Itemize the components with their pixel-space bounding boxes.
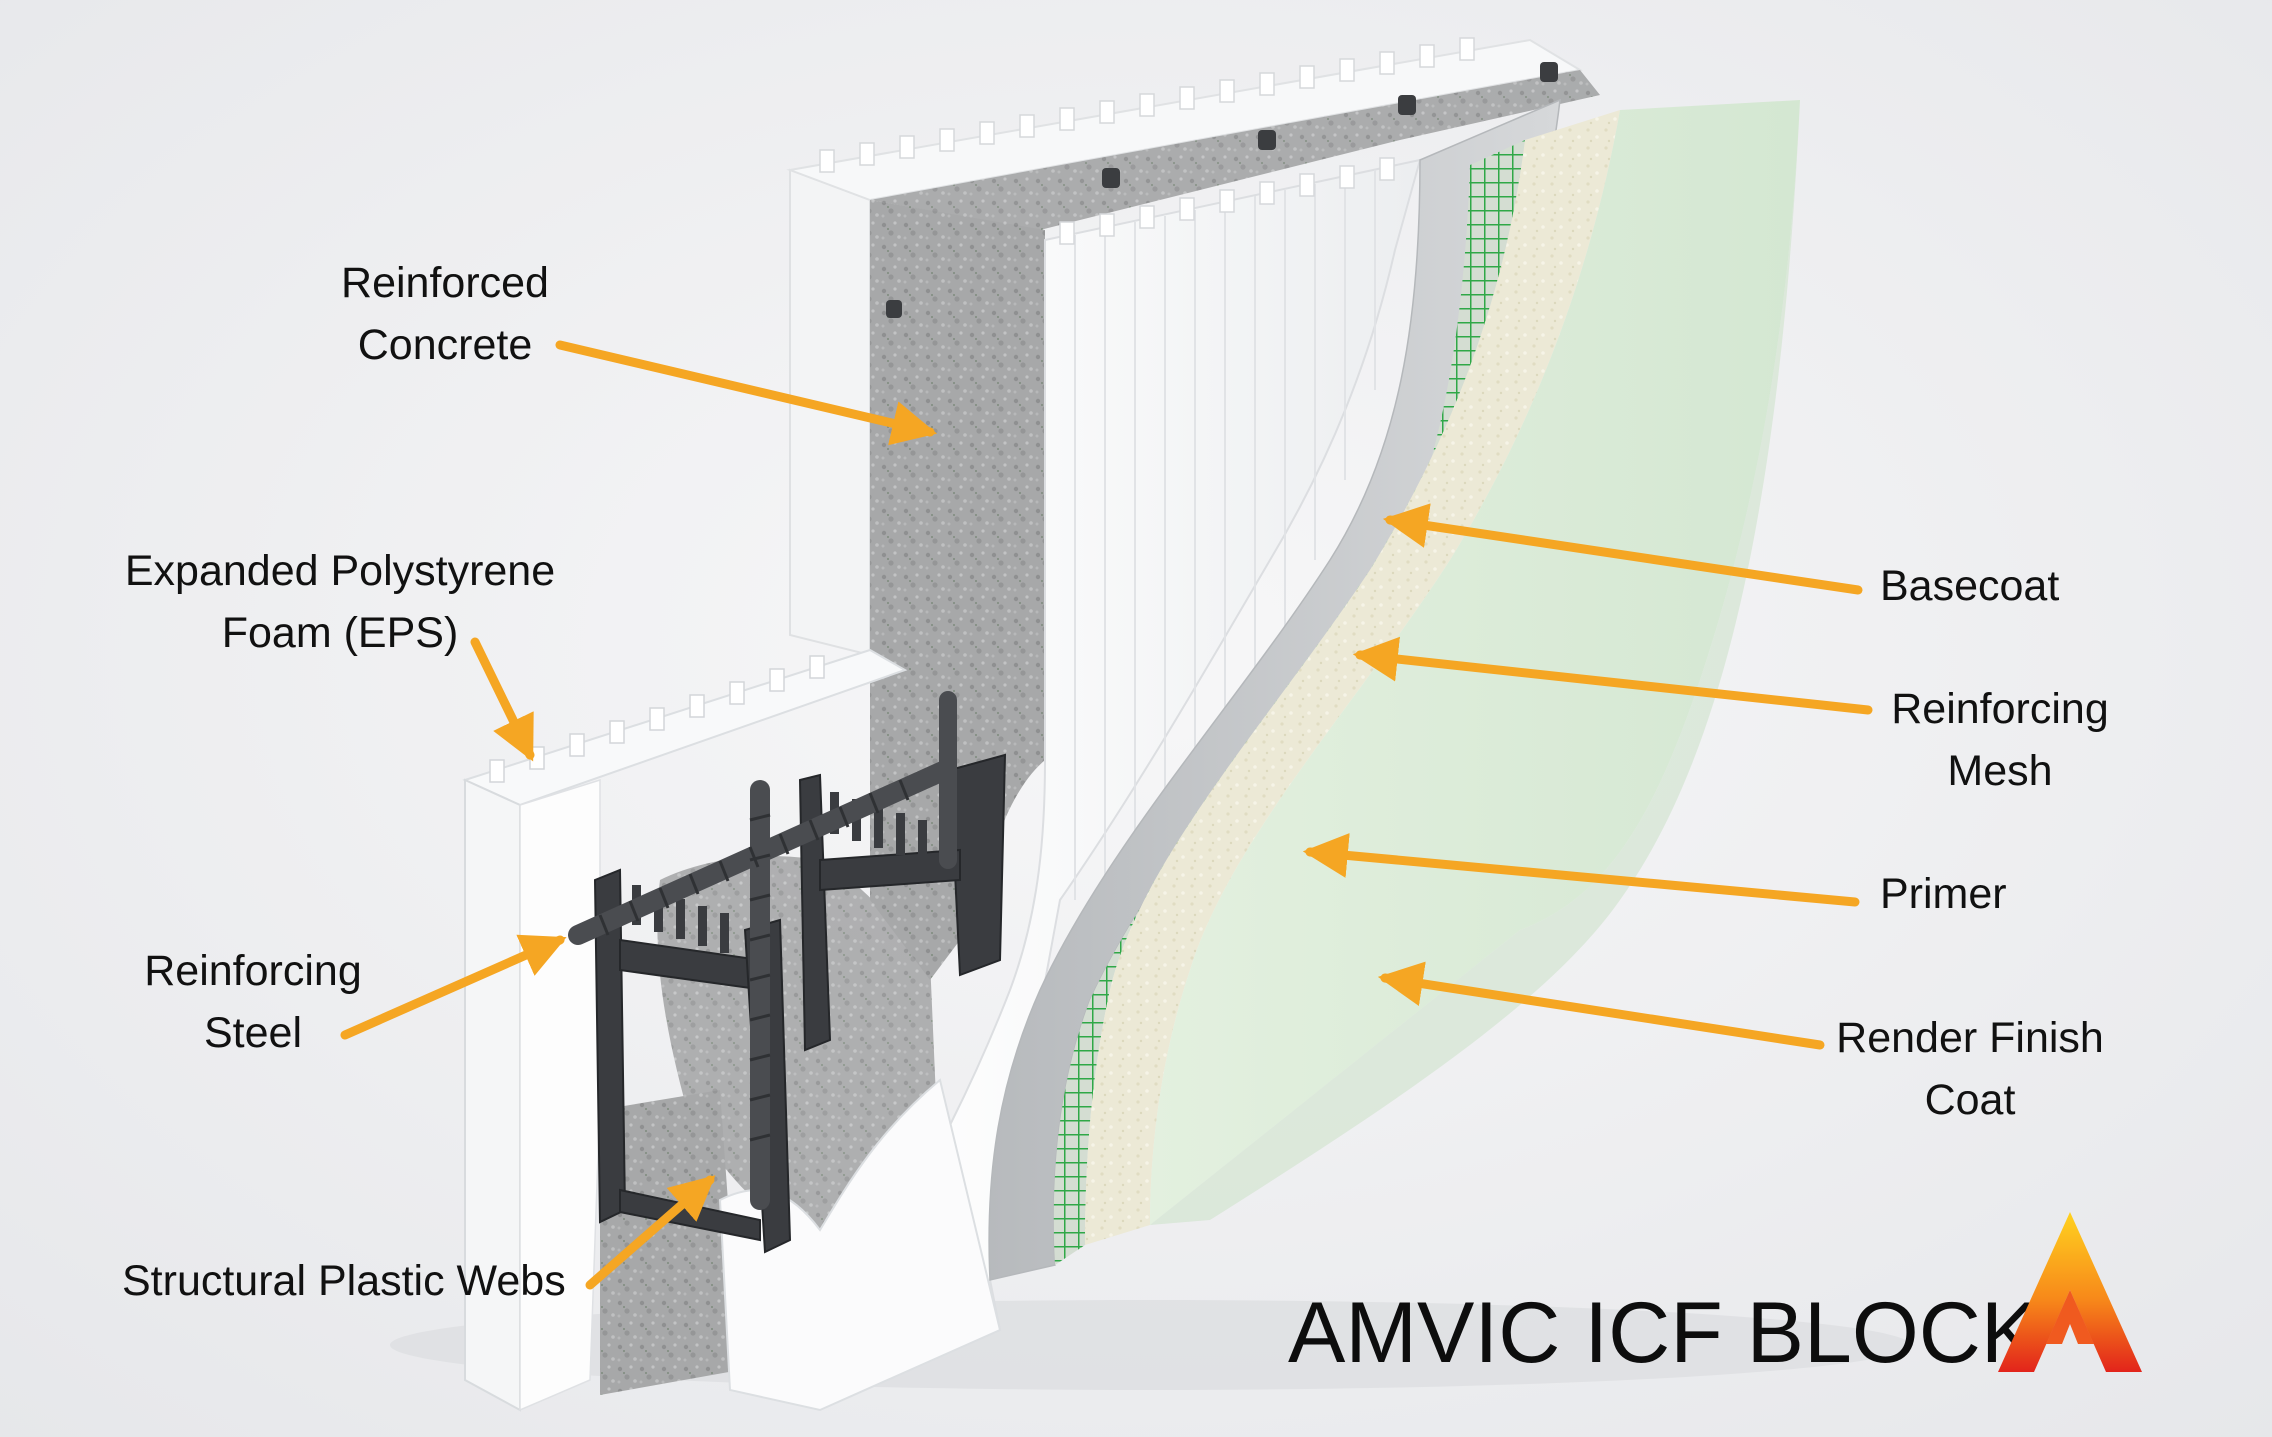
render-finish-coat-face	[1150, 100, 1800, 1225]
rebar-stubs-top	[886, 62, 1558, 318]
label-basecoat: Basecoat	[1880, 555, 2059, 617]
label-line: Reinforcing	[144, 947, 362, 995]
label-line: Basecoat	[1880, 562, 2060, 610]
label-line: Structural Plastic Webs	[122, 1257, 566, 1305]
label-primer: Primer	[1880, 863, 2007, 925]
arrow-steel	[340, 934, 567, 1040]
arrow-mesh	[1352, 636, 1873, 715]
label-line: Expanded Polystyrene	[124, 547, 556, 595]
label-line: Render Finish	[1836, 1014, 2104, 1062]
label-render-finish-coat: Render Finish Coat	[1820, 1007, 2120, 1131]
brand-title: AMVIC ICF BLOCK	[1288, 1285, 2039, 1381]
reinforcing-mesh-layer	[1053, 140, 1525, 1265]
label-line: Steel	[203, 1009, 302, 1057]
label-reinforcing-mesh: Reinforcing Mesh	[1870, 678, 2130, 802]
label-reinforced-concrete: Reinforced Concrete	[330, 252, 560, 376]
arrow-basecoat	[1382, 503, 1863, 595]
label-line: Primer	[1880, 870, 2007, 918]
primer-layer	[1085, 110, 1620, 1245]
amvic-logo-icon	[1998, 1212, 2142, 1372]
label-reinforcing-steel: Reinforcing Steel	[128, 940, 378, 1064]
label-structural-plastic-webs: Structural Plastic Webs	[122, 1250, 566, 1312]
label-line: Foam (EPS)	[221, 609, 459, 657]
concrete-top-surface	[870, 70, 1600, 230]
arrow-primer	[1302, 833, 1860, 907]
eps-interlock-teeth-front	[1059, 157, 1395, 245]
arrow-render	[1377, 961, 1825, 1050]
label-line: Mesh	[1947, 747, 2053, 795]
label-line: Coat	[1924, 1076, 2016, 1124]
label-eps-foam: Expanded Polystyrene Foam (EPS)	[110, 540, 570, 664]
eps-panel-left-lower-face	[519, 778, 601, 1412]
label-line: Reinforcing	[1891, 685, 2109, 733]
eps-interlock-teeth-back	[819, 37, 1475, 173]
eps-interlock-teeth-lower	[489, 655, 825, 783]
callout-arrows	[340, 340, 1873, 1290]
arrow-eps	[470, 637, 535, 762]
label-line: Reinforced	[341, 259, 549, 307]
rebar-ribs	[598, 779, 910, 1142]
eps-vertical-grooves	[1074, 170, 1376, 900]
label-line: Concrete	[357, 321, 533, 369]
concrete-cavity-lower	[600, 1090, 740, 1395]
arrow-webs	[585, 1175, 716, 1290]
render-finish-coat-layer	[1150, 100, 1800, 1225]
arrow-concrete	[555, 340, 938, 446]
eps-panel-left-lower	[464, 778, 521, 1412]
